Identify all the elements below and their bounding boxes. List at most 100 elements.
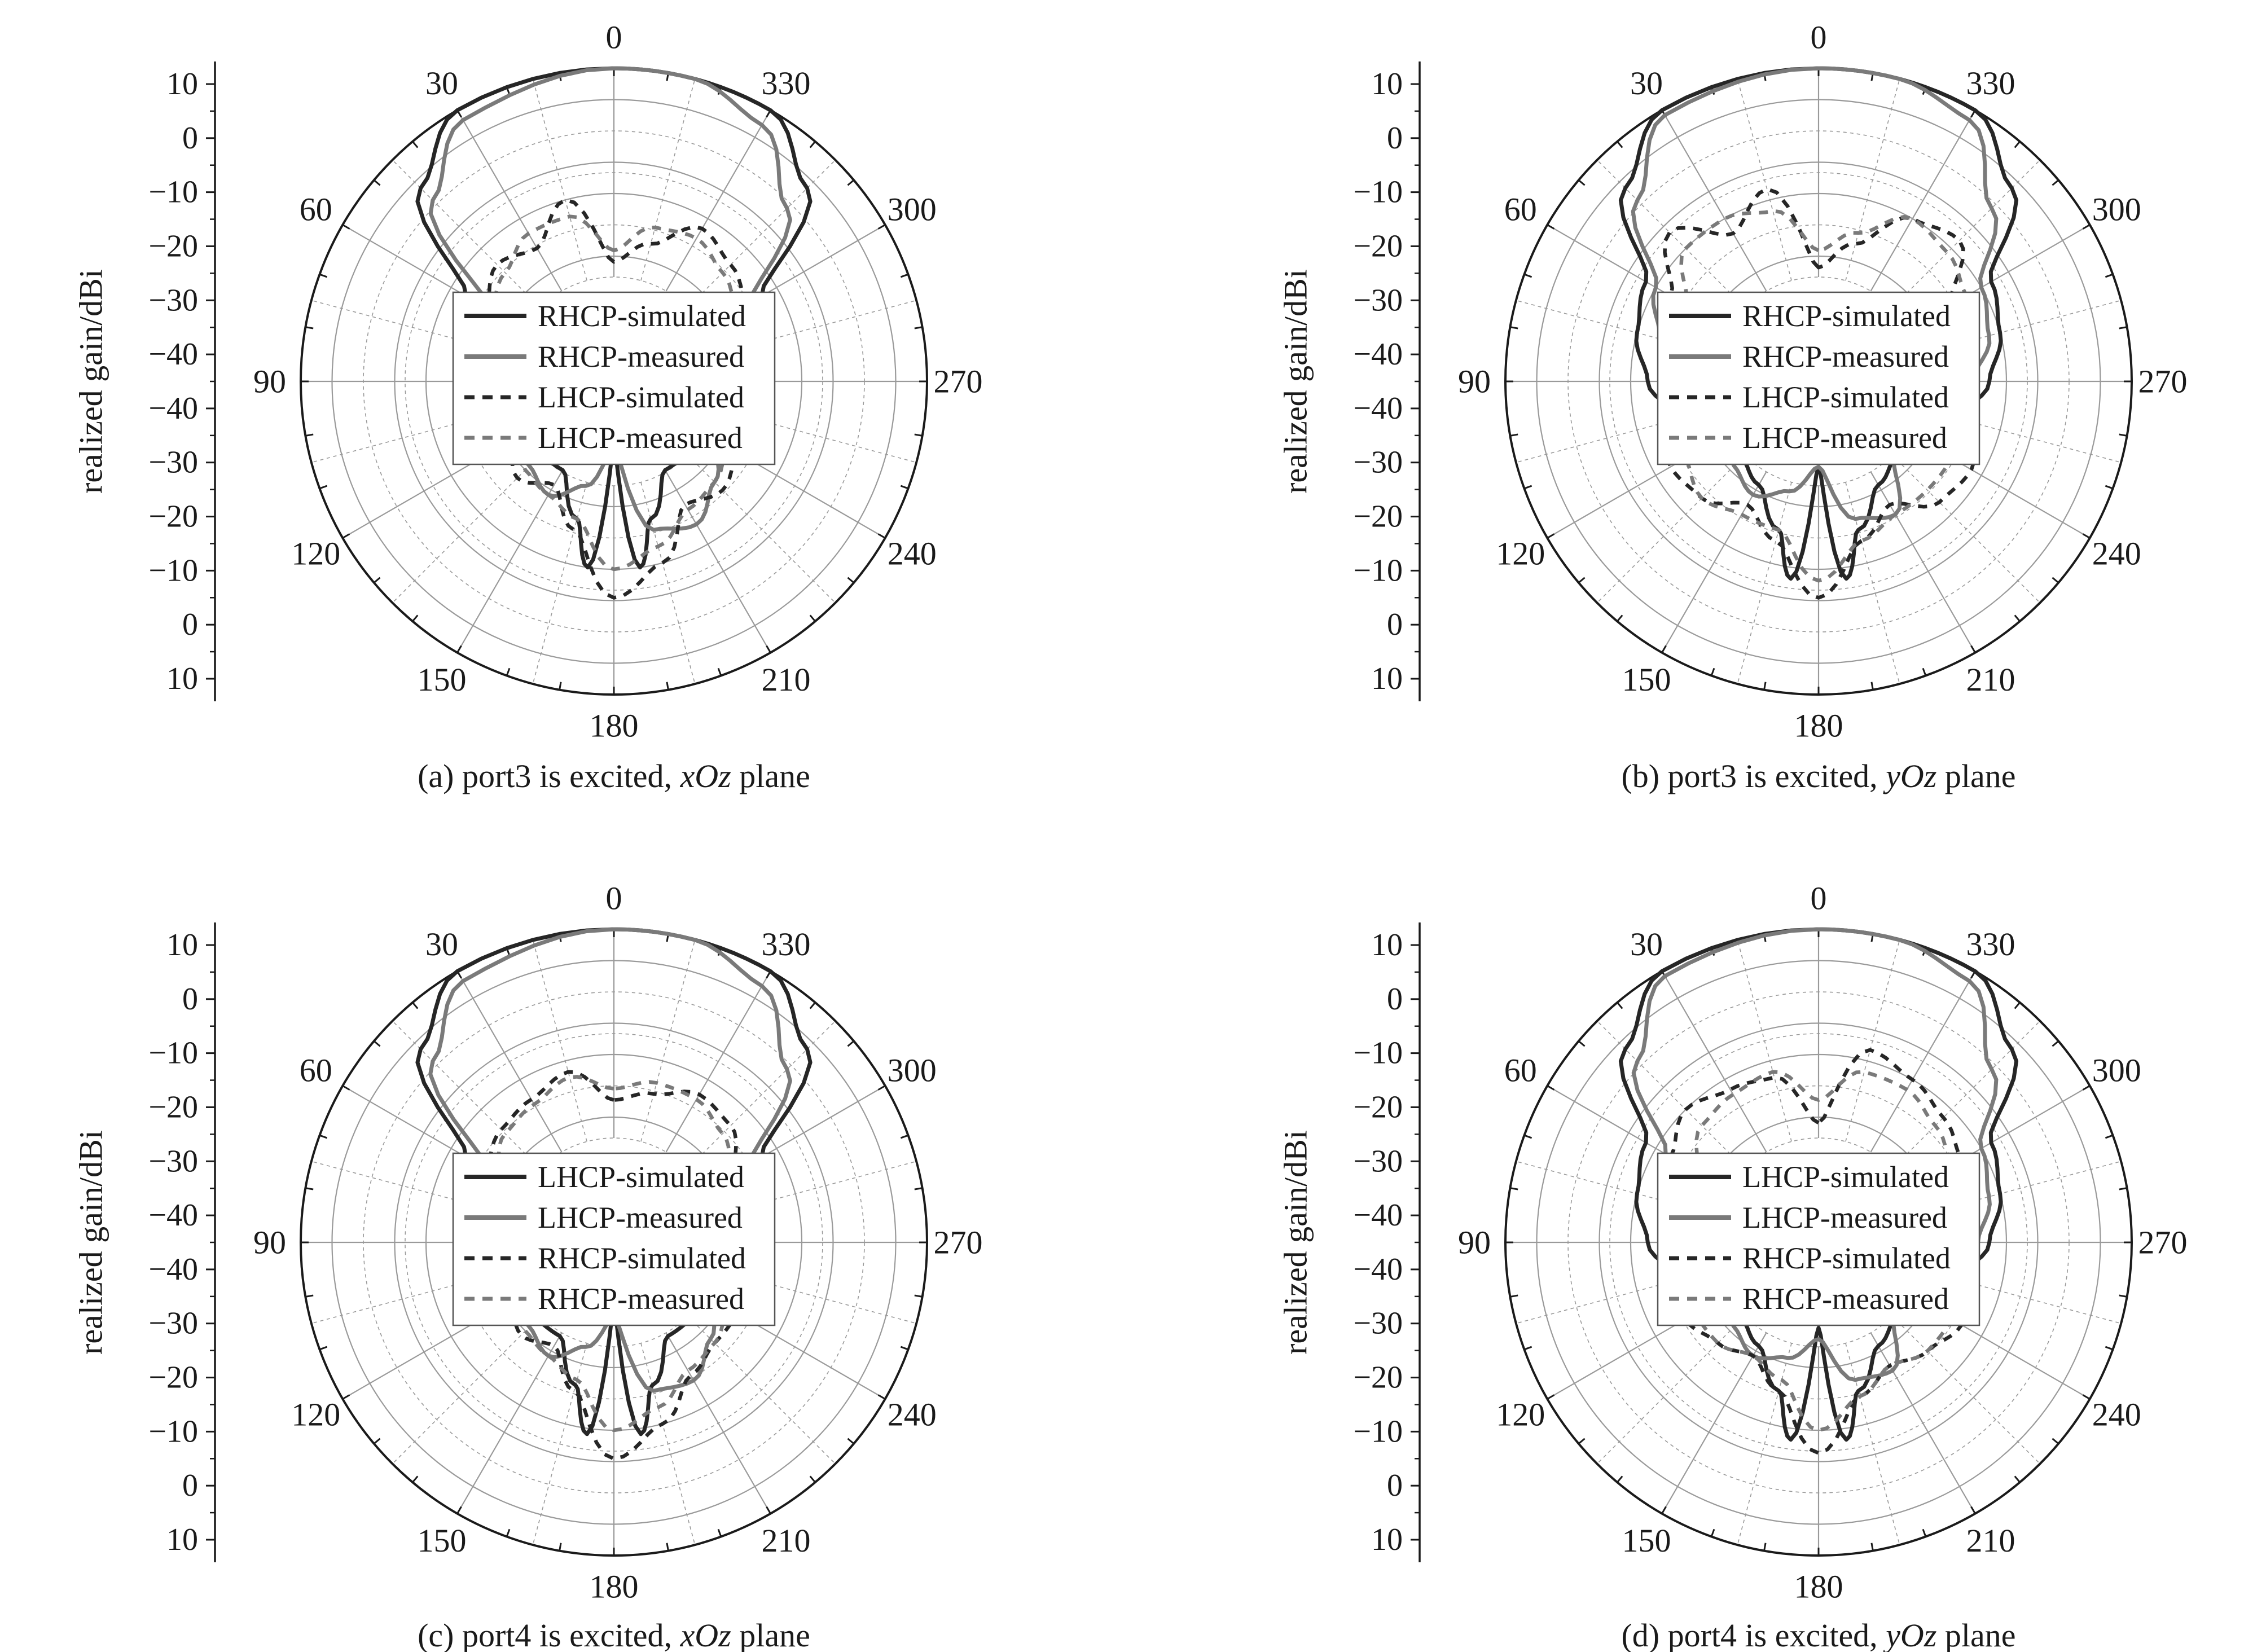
- radial-tick-label: −20: [1353, 499, 1403, 534]
- boundary-tick: [1617, 614, 1623, 622]
- boundary-tick: [847, 179, 855, 186]
- grid-spoke: [1845, 1343, 1900, 1545]
- y-axis-label: realized gain/dBi: [1277, 269, 1314, 494]
- boundary-tick: [877, 224, 886, 230]
- angle-tick-label: 60: [1504, 191, 1537, 228]
- boundary-tick: [305, 433, 314, 437]
- radial-tick-label: 10: [166, 661, 198, 696]
- grid-spoke: [1661, 109, 1767, 292]
- legend: RHCP-simulatedRHCP-measuredLHCP-simulate…: [1657, 291, 1980, 465]
- grid-spoke: [532, 482, 587, 684]
- legend-entry: RHCP-measured: [538, 1282, 744, 1316]
- radial-tick-label: −20: [1353, 229, 1403, 263]
- radial-tick-label: −30: [148, 445, 198, 480]
- boundary-tick: [809, 1475, 816, 1483]
- angle-tick-label: 30: [425, 65, 458, 102]
- grid-spoke: [456, 1332, 563, 1514]
- grid-spoke: [687, 159, 836, 308]
- radial-tick-label: −40: [148, 1252, 198, 1287]
- boundary-tick: [2105, 485, 2114, 490]
- panel-a: 0306090120150180210240270300330100−10−20…: [73, 19, 983, 795]
- grid-spoke: [392, 159, 541, 308]
- angle-tick-label: 330: [1966, 65, 2015, 102]
- boundary-tick: [1510, 1294, 1518, 1298]
- boundary-tick: [1970, 1506, 1976, 1514]
- boundary-tick: [456, 1506, 462, 1514]
- legend-entry: RHCP-measured: [1742, 1282, 1949, 1316]
- radial-tick-label: −30: [1353, 1144, 1403, 1179]
- grid-spoke: [1892, 1316, 2041, 1465]
- series-line-LHCP-simulated: [1618, 927, 2019, 1442]
- boundary-tick: [1661, 1506, 1667, 1514]
- angle-tick-label: 150: [1622, 661, 1671, 698]
- grid-spoke: [1596, 455, 1745, 604]
- boundary-tick: [342, 533, 350, 539]
- boundary-tick: [1510, 433, 1518, 437]
- angle-tick-label: 330: [762, 926, 811, 963]
- boundary-tick: [319, 485, 328, 490]
- boundary-tick: [900, 1346, 909, 1351]
- grid-spoke: [687, 1020, 836, 1169]
- boundary-tick: [319, 1346, 328, 1351]
- angle-tick-label: 180: [590, 1568, 639, 1605]
- radial-tick-label: 0: [182, 607, 198, 642]
- boundary-tick: [1922, 1528, 1927, 1537]
- radial-tick-label: −20: [148, 1089, 198, 1124]
- caption-plane: yOz: [1883, 758, 1936, 794]
- legend-box: [452, 291, 776, 465]
- boundary-tick: [305, 1294, 314, 1298]
- boundary-tick: [506, 667, 511, 676]
- caption-prefix: (b) port3 is excited,: [1621, 758, 1886, 794]
- boundary-tick: [506, 1528, 511, 1537]
- boundary-tick: [559, 682, 562, 690]
- grid-spoke: [392, 1316, 541, 1465]
- radial-tick-label: −30: [148, 1144, 198, 1179]
- boundary-tick: [1510, 1187, 1518, 1190]
- boundary-tick: [1617, 140, 1623, 148]
- legend-box: [1657, 291, 1980, 465]
- grid-spoke: [1845, 78, 1900, 281]
- panel-caption: (c) port4 is excited, xOz plane: [418, 1617, 810, 1652]
- angle-tick-label: 60: [1504, 1052, 1537, 1089]
- boundary-tick: [412, 140, 419, 148]
- radial-tick-label: −20: [148, 1360, 198, 1395]
- caption-prefix: (a) port3 is excited,: [418, 758, 680, 794]
- legend-entry: LHCP-simulated: [538, 380, 744, 414]
- boundary-tick: [412, 1001, 419, 1009]
- grid-spoke: [640, 78, 696, 281]
- angle-tick-label: 210: [1966, 1522, 2015, 1559]
- grid-spoke: [532, 939, 587, 1142]
- angle-tick-label: 150: [1622, 1522, 1671, 1559]
- boundary-tick: [1578, 179, 1586, 186]
- grid-spoke: [1661, 970, 1767, 1153]
- angle-tick-label: 60: [300, 191, 332, 228]
- grid-spoke: [1737, 1343, 1792, 1545]
- angle-tick-label: 210: [1966, 661, 2015, 698]
- angle-tick-label: 0: [606, 19, 622, 56]
- caption-suffix: plane: [731, 758, 810, 794]
- caption-suffix: plane: [1936, 1617, 2015, 1652]
- grid-spoke: [1870, 471, 1976, 653]
- caption-suffix: plane: [731, 1617, 810, 1652]
- radial-tick-label: −30: [1353, 283, 1403, 318]
- radial-tick-label: −40: [1353, 337, 1403, 372]
- legend-entry: RHCP-simulated: [1742, 1241, 1951, 1275]
- boundary-tick: [2119, 326, 2127, 329]
- boundary-tick: [914, 1294, 923, 1298]
- angle-tick-label: 180: [1794, 708, 1843, 744]
- radial-tick-label: −10: [1353, 1036, 1403, 1071]
- boundary-tick: [2052, 1438, 2059, 1444]
- legend-box: [1657, 1152, 1980, 1326]
- angle-tick-label: 150: [418, 1522, 467, 1559]
- boundary-tick: [373, 577, 381, 583]
- boundary-tick: [2014, 614, 2021, 622]
- boundary-tick: [900, 273, 909, 278]
- radial-tick-label: 10: [166, 1522, 198, 1557]
- boundary-tick: [373, 1040, 381, 1047]
- angle-tick-label: 30: [1630, 926, 1663, 963]
- boundary-tick: [305, 326, 314, 329]
- legend-entry: LHCP-measured: [538, 421, 743, 455]
